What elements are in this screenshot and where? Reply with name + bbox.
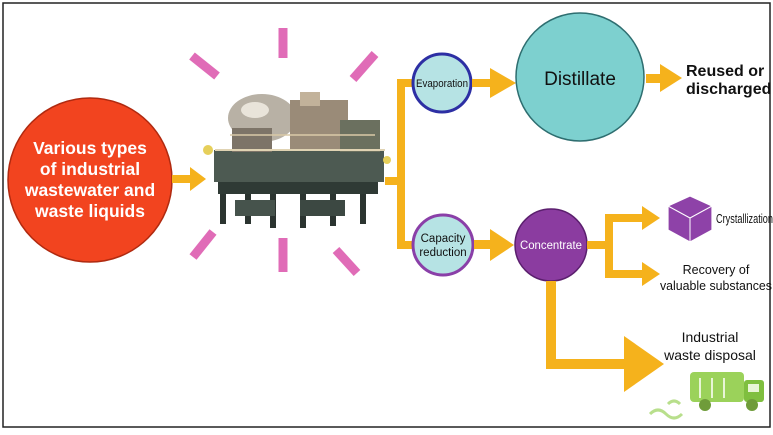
sparkle-rays [189,28,379,277]
concentrate-label: Concentrate [520,240,582,252]
arrow-to-distillate [472,68,516,98]
source-line-3: wastewater and [24,180,155,200]
cube-icon [667,195,713,243]
source-node: Various types of industrial wastewater a… [7,97,173,263]
crystallization-label: Crystallization [716,212,773,226]
ray [349,51,379,82]
source-line-1: Various types [33,138,147,158]
arrow-to-disposal [546,281,664,392]
reused-line-1: Reused or [686,63,764,80]
capacity-line-1: Capacity [421,233,466,245]
concentrate-branch [587,206,660,286]
arrow-to-concentrate [474,229,514,261]
evaporation-node: Evaporation [411,52,473,114]
source-line-2: of industrial [40,159,140,179]
ray [189,229,217,260]
disposal-line-1: Industrial [682,329,739,345]
disposal-line-2: waste disposal [663,347,756,363]
reused-line-2: discharged [686,81,771,98]
industrial-plant-image [203,92,391,228]
garbage-truck-icon [648,372,764,420]
ray [332,246,361,277]
capacity-line-2: reduction [419,247,466,259]
concentrate-node: Concentrate [514,208,588,282]
ray [189,52,220,80]
recovery-line-2: valuable substances [660,279,772,293]
source-line-4: waste liquids [34,201,145,221]
recovery-line-1: Recovery of [683,263,750,277]
branch-connector [385,79,415,249]
arrow-to-machine [172,167,206,191]
evaporation-label: Evaporation [416,78,468,90]
distillate-node: Distillate [515,12,645,142]
capacity-reduction-node: Capacity reduction [411,213,475,277]
distillate-label: Distillate [544,69,616,90]
arrow-to-reused [646,64,682,92]
